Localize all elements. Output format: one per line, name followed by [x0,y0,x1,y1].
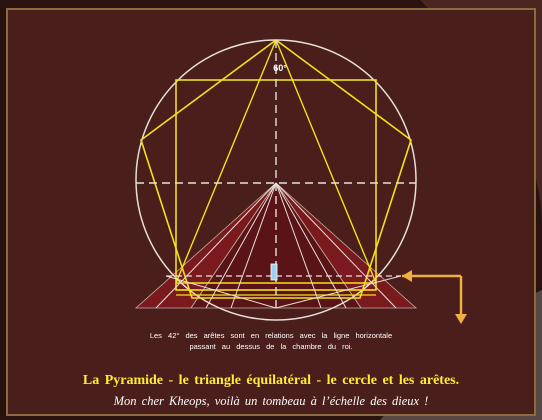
triangle-edge-right [275,39,377,284]
triangle-edge-left [175,39,277,284]
kings-chamber-marker [270,263,278,281]
angle-label: 60° [273,63,287,73]
pyramid-diagram [134,39,467,324]
diagram-note: Les 42° des arêtes sont en relations ave… [60,330,482,352]
note-line-2: passant au dessus de la chambre du roi. [189,342,353,351]
edge-lines [155,182,402,309]
caption-title: La Pyramide - le triangle équilatéral - … [82,373,460,388]
caption-subtitle: Mon cher Kheops, voilà un tombeau à l’éc… [113,394,429,408]
arrow-indicator [402,270,467,324]
note-line-1: Les 42° des arêtes sont en relations ave… [149,331,393,340]
pentagon [140,39,412,299]
